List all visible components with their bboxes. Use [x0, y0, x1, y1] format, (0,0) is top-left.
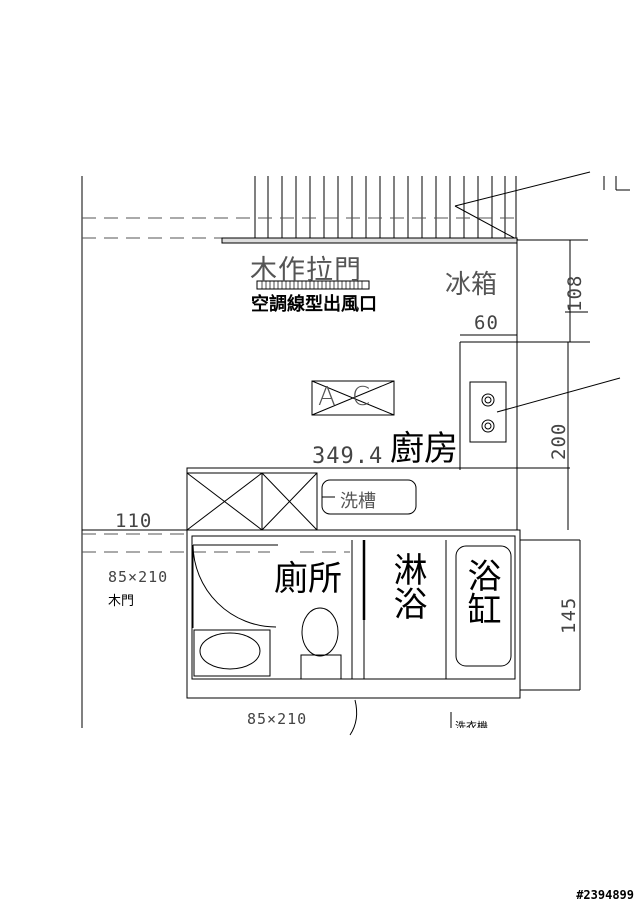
door-size-top: 85×210 — [108, 568, 169, 586]
dim-145: 145 — [558, 596, 580, 634]
dim-60: 60 — [474, 312, 499, 334]
ac-unit-box — [311, 380, 395, 416]
sliding-door-track — [221, 237, 518, 244]
fridge-label: 冰箱 — [445, 270, 498, 300]
toilet-room-label: 廁所 — [274, 559, 342, 599]
wash-basin — [193, 629, 271, 677]
toilet-bowl — [301, 607, 339, 657]
bathtub-label: 浴缸 — [461, 558, 501, 626]
ac-vent-label: 空調線型出風口 — [251, 294, 377, 315]
dim-110: 110 — [115, 510, 153, 532]
stove — [469, 381, 507, 443]
bathtub-outline — [455, 545, 512, 667]
ac-vent-strip — [256, 280, 370, 290]
ac-unit-label: A C — [318, 382, 375, 412]
shower-label: 淋浴 — [387, 552, 427, 620]
washer-partial-label: 洗衣機 — [455, 720, 488, 728]
sliding-door-label: 木作拉門 — [250, 255, 362, 286]
dim-200: 200 — [548, 422, 570, 460]
dim-108: 108 — [564, 274, 586, 312]
kitchen-label: 廚房 — [390, 429, 458, 469]
staircase — [254, 171, 591, 241]
watermark: #2394899 — [576, 888, 634, 902]
door-size-bottom: 85×210 — [247, 710, 308, 728]
wood-door-label: 木門 — [108, 594, 135, 609]
dim-349: 349.4 — [312, 444, 384, 469]
sink-label: 洗槽 — [340, 491, 376, 512]
